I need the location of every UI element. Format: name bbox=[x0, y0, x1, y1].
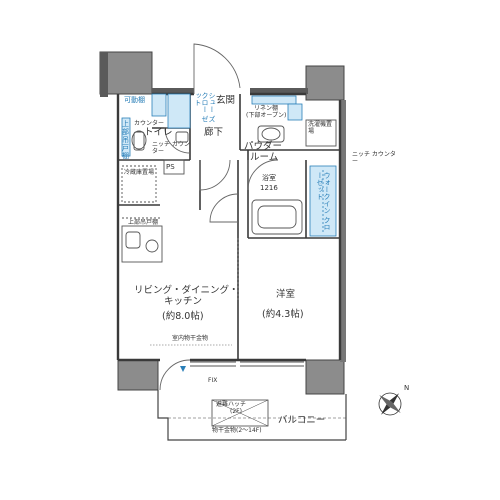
ldk-name-line2: キッチン bbox=[164, 295, 203, 307]
balcony-label: バルコニー bbox=[278, 415, 326, 426]
powder-room-line2: ルーム bbox=[250, 151, 279, 163]
ps-label: PS bbox=[166, 163, 175, 171]
linen-shelf-storage bbox=[251, 95, 297, 105]
linen-shelf-line1: リネン棚 bbox=[254, 105, 279, 112]
door-swings bbox=[159, 43, 279, 391]
evac-hatch-label: 避難ハッチ (2F) bbox=[216, 401, 247, 416]
powder-room-label: パウダー ルーム bbox=[244, 141, 283, 164]
ldk-name-line1: リビング・ダイニング・ bbox=[134, 285, 239, 296]
upper-hanging-label: 上部吊戸棚 bbox=[128, 219, 159, 226]
north-compass bbox=[378, 392, 402, 416]
shoe-closet-storage bbox=[167, 93, 191, 129]
linen-cabinet bbox=[287, 103, 303, 121]
entrance-storage bbox=[151, 93, 167, 117]
exterior-wall-top-right bbox=[250, 88, 308, 94]
windows bbox=[190, 361, 304, 367]
niche-counter-left: ニッチ カウンター bbox=[152, 141, 190, 155]
bathroom-size: 1216 bbox=[260, 184, 278, 192]
walk-in-closet-storage bbox=[309, 165, 337, 237]
pillar-bottom-left bbox=[117, 359, 159, 391]
pillar-top-left bbox=[99, 51, 153, 95]
fixtures bbox=[121, 119, 337, 263]
balcony-outline bbox=[157, 390, 347, 441]
ldk-area: (約8.0帖) bbox=[162, 311, 204, 322]
exterior-wall-top bbox=[152, 88, 194, 94]
drying-hardware-label: 物干金物(2～14F) bbox=[212, 427, 262, 434]
north-label: N bbox=[404, 384, 410, 392]
niche-counter-right: ニッチ カウンター bbox=[352, 151, 396, 165]
western-room-name: 洋室 bbox=[276, 289, 296, 300]
exterior-wall-right bbox=[340, 100, 346, 362]
walk-in-closet-label: ウォークイン クローゼット bbox=[316, 172, 331, 231]
washing-machine-label: 洗濯機置場 bbox=[308, 121, 333, 135]
entry-marker bbox=[180, 366, 186, 372]
indoor-drying-label: 室内物干金物 bbox=[172, 335, 209, 342]
evac-hatch-line2: (2F) bbox=[230, 407, 242, 415]
powder-room-line1: パウダー bbox=[244, 141, 283, 152]
hallway-label: 廊下 bbox=[204, 127, 224, 138]
toilet-label: トイレ bbox=[144, 127, 173, 138]
fix-label: FIX bbox=[208, 377, 218, 384]
entrance-label: 玄関 bbox=[216, 95, 236, 106]
pillar-bottom-right bbox=[305, 359, 345, 395]
linen-shelf-line2: (下部オープン) bbox=[246, 111, 287, 119]
shoe-closet-label: シュー ズクロー ゼット bbox=[194, 92, 216, 123]
refrigerator-label: 冷蔵庫置場 bbox=[124, 169, 155, 176]
linen-shelf-label: リネン棚 (下部オープン) bbox=[246, 105, 287, 120]
ldk-name: リビング・ダイニング・ キッチン bbox=[134, 285, 239, 308]
evac-hatch-line1: 避難ハッチ bbox=[216, 401, 247, 408]
pillar-top-right bbox=[305, 65, 345, 101]
bathroom-label: 浴室 bbox=[262, 174, 276, 182]
western-room-area: (約4.3帖) bbox=[262, 309, 304, 320]
counter-label: カウンター bbox=[134, 120, 165, 127]
upper-cabinet-label: 上部吊戸棚 bbox=[122, 120, 129, 161]
upper-cabinet-left bbox=[121, 117, 131, 157]
exterior-wall-left-top bbox=[100, 52, 108, 97]
movable-shelf-label: 可動棚 bbox=[124, 96, 145, 104]
